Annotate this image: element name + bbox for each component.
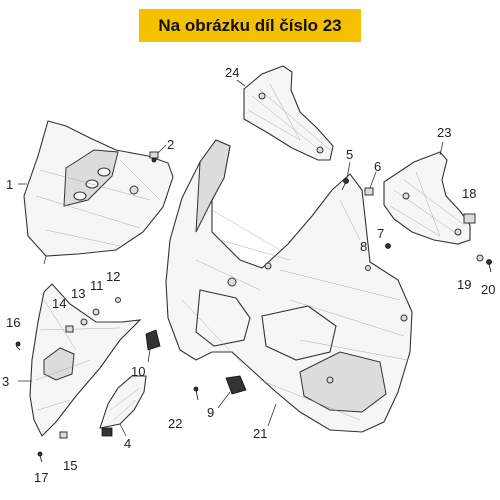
part-22-screw[interactable]	[193, 386, 199, 401]
callout-10: 10	[131, 364, 145, 379]
callout-8: 8	[360, 239, 367, 254]
callout-7: 7	[377, 226, 384, 241]
part-14-clip[interactable]	[65, 325, 74, 333]
part-5-screw[interactable]	[341, 178, 349, 191]
callout-6: 6	[374, 159, 381, 174]
part-9-wedge[interactable]	[225, 375, 247, 395]
callout-20: 20	[481, 282, 495, 297]
part-12-fastener[interactable]	[115, 297, 121, 303]
part-18-clip[interactable]	[463, 213, 476, 224]
callout-22: 22	[168, 416, 182, 431]
title-banner: Na obrázku díl číslo 23	[139, 9, 361, 42]
part-2-clip[interactable]	[149, 151, 159, 163]
part-4-lower-bracket[interactable]	[99, 375, 147, 437]
part-3-lower-front-panel[interactable]	[29, 283, 142, 437]
part-17-screw[interactable]	[37, 451, 43, 463]
part-11-fastener[interactable]	[92, 308, 100, 316]
callout-24: 24	[225, 65, 239, 80]
part-24-upper-cover[interactable]	[243, 65, 334, 161]
part-21-main-front-body[interactable]	[165, 139, 413, 433]
callout-12: 12	[106, 269, 120, 284]
callout-16: 16	[6, 315, 20, 330]
callout-19: 19	[457, 277, 471, 292]
part-15-clip[interactable]	[59, 431, 68, 439]
callout-2: 2	[167, 137, 174, 152]
part-1-front-shield[interactable]	[23, 120, 174, 265]
callout-17: 17	[34, 470, 48, 485]
callout-23: 23	[437, 125, 451, 140]
part-19-washer[interactable]	[476, 254, 484, 262]
callout-4: 4	[124, 436, 131, 451]
part-7-nut[interactable]	[385, 243, 391, 249]
part-16-screw[interactable]	[15, 341, 21, 351]
callout-15: 15	[63, 458, 77, 473]
part-6-clip[interactable]	[364, 187, 374, 196]
callout-11: 11	[90, 278, 104, 293]
callout-3: 3	[2, 374, 9, 389]
callout-5: 5	[346, 147, 353, 162]
callout-21: 21	[253, 426, 267, 441]
part-8-washer[interactable]	[365, 265, 371, 271]
callout-1: 1	[6, 177, 13, 192]
callout-18: 18	[462, 186, 476, 201]
part-23-side-panel[interactable]	[383, 151, 471, 245]
part-20-screw[interactable]	[486, 259, 492, 273]
callout-13: 13	[71, 286, 85, 301]
part-10-wedge[interactable]	[145, 329, 161, 351]
part-13-fastener[interactable]	[80, 318, 88, 326]
callout-14: 14	[52, 296, 66, 311]
callout-9: 9	[207, 405, 214, 420]
